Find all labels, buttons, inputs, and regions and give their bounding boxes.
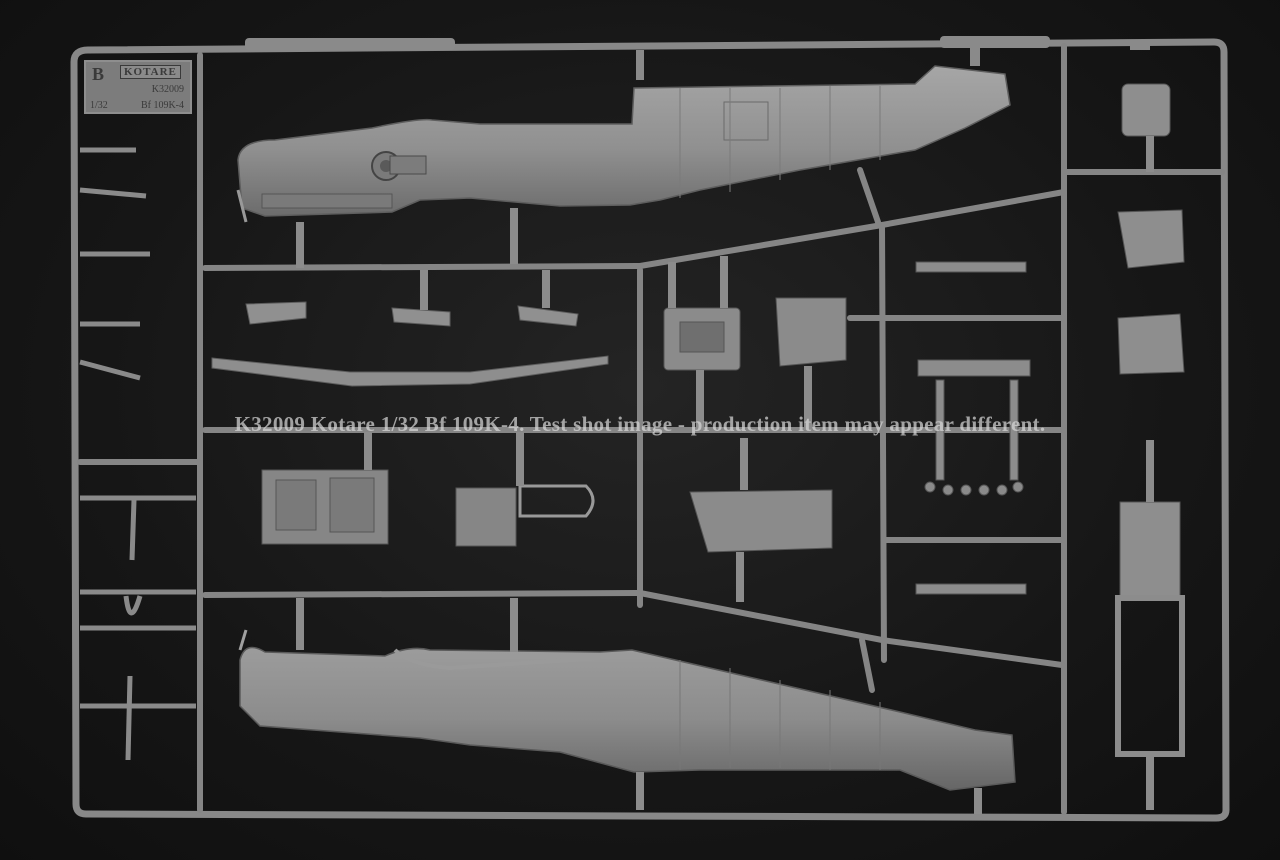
frame-top-bumps bbox=[245, 36, 1150, 80]
sprue-tag-plate: B KOTARE K32009 1/32 Bf 109K-4 bbox=[84, 60, 192, 114]
watermark-caption: K32009 Kotare 1/32 Bf 109K-4. Test shot … bbox=[234, 412, 1046, 436]
right-column-parts bbox=[1115, 83, 1185, 757]
kit-code: K32009 bbox=[151, 84, 184, 95]
sprue-letter: B bbox=[92, 64, 105, 84]
attachment-gates bbox=[296, 136, 1154, 814]
left-column-parts bbox=[79, 147, 196, 761]
gate-racks bbox=[915, 261, 1031, 595]
small-wedge-parts bbox=[245, 301, 579, 327]
sprue-runners bbox=[77, 43, 1225, 815]
kit-scale: 1/32 bbox=[90, 100, 108, 111]
fuselage-half-upper bbox=[236, 65, 1011, 223]
kit-model: Bf 109K-4 bbox=[140, 100, 184, 111]
brand-logo: KOTARE bbox=[120, 65, 181, 79]
fuselage-half-lower bbox=[238, 629, 1016, 791]
center-parts bbox=[261, 297, 847, 553]
cowling-strip bbox=[211, 355, 609, 387]
sprue-outer-frame bbox=[70, 38, 1230, 822]
